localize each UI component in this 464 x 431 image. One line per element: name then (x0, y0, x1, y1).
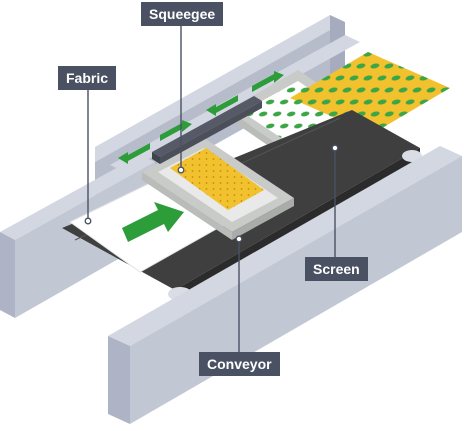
leader-dots (84, 144, 339, 243)
front-screen-frame (142, 138, 294, 240)
ink-screen-panel (290, 52, 450, 134)
conveyor-label: Conveyor (199, 352, 280, 376)
direction-arrow-icon (122, 202, 184, 242)
squeegee-label: Squeegee (141, 2, 224, 26)
leader-lines (87, 26, 336, 352)
squeegee-blade (152, 96, 262, 164)
screen-label: Screen (305, 257, 368, 281)
rail-arrow-icon (118, 71, 284, 164)
fabric-label: Fabric (58, 66, 117, 90)
